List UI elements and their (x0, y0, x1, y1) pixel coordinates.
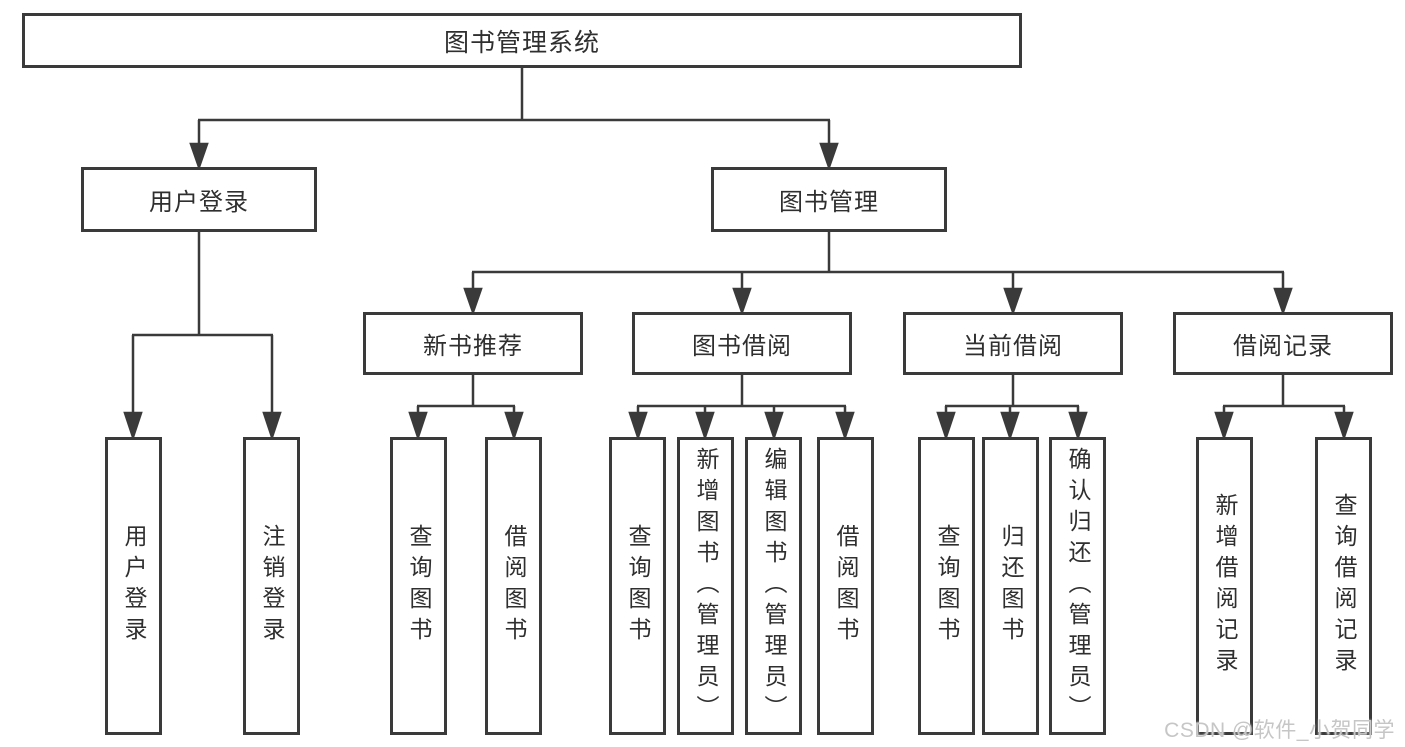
node-label: 图书借阅 (692, 333, 792, 360)
connector-book-borrow-branch (628, 375, 855, 441)
leaf-label: 新增借阅记录 (1212, 493, 1238, 679)
leaf-borrow-books: 借阅图书 (817, 437, 874, 735)
node-new-book-recommend: 新书推荐 (363, 312, 583, 375)
leaf-logout: 注销登录 (243, 437, 300, 735)
leaf-edit-books-admin: 编辑图书（管理员） (745, 437, 802, 735)
leaf-search-books-borrow: 查询图书 (609, 437, 666, 735)
node-borrowing-records: 借阅记录 (1173, 312, 1393, 375)
leaf-user-login: 用户登录 (105, 437, 162, 735)
node-label: 借阅记录 (1233, 333, 1333, 360)
leaf-label: 查询借阅记录 (1331, 493, 1357, 679)
node-label: 新书推荐 (423, 333, 523, 360)
leaf-confirm-return-admin: 确认归还（管理员） (1049, 437, 1106, 735)
node-book-management: 图书管理 (711, 167, 947, 232)
leaf-search-books-recommend: 查询图书 (390, 437, 447, 735)
connector-root-to-level2 (189, 68, 839, 171)
leaf-label: 查询图书 (625, 524, 651, 648)
leaf-label: 确认归还（管理员） (1065, 446, 1091, 726)
node-label: 当前借阅 (963, 333, 1063, 360)
leaf-label: 编辑图书（管理员） (761, 446, 787, 726)
leaf-add-borrow-record: 新增借阅记录 (1196, 437, 1253, 735)
leaf-label: 查询图书 (406, 524, 432, 648)
node-label: 用户登录 (149, 189, 249, 216)
node-label: 图书管理 (779, 189, 879, 216)
connector-book-mgmt-to-level3 (463, 232, 1293, 316)
root-node-library-system: 图书管理系统 (22, 13, 1022, 68)
leaf-add-books-admin: 新增图书（管理员） (677, 437, 734, 735)
connector-current-borrow-branch (936, 375, 1088, 441)
connector-borrow-records-branch (1214, 375, 1354, 441)
leaf-label: 新增图书（管理员） (693, 446, 719, 726)
connector-user-login-branch (123, 232, 282, 441)
leaf-label: 用户登录 (121, 524, 147, 648)
leaf-return-books: 归还图书 (982, 437, 1039, 735)
leaf-label: 归还图书 (998, 524, 1024, 648)
leaf-search-borrow-record: 查询借阅记录 (1315, 437, 1372, 735)
node-user-login: 用户登录 (81, 167, 317, 232)
leaf-label: 注销登录 (259, 524, 285, 648)
node-current-borrowing: 当前借阅 (903, 312, 1123, 375)
csdn-watermark: CSDN @软件_小贺同学 (1164, 719, 1395, 742)
leaf-borrow-books-recommend: 借阅图书 (485, 437, 542, 735)
root-node-label: 图书管理系统 (443, 28, 600, 57)
leaf-label: 查询图书 (934, 524, 960, 648)
connector-new-books-branch (408, 375, 524, 441)
leaf-label: 借阅图书 (833, 524, 859, 648)
leaf-label: 借阅图书 (501, 524, 527, 648)
leaf-search-books-current: 查询图书 (918, 437, 975, 735)
node-book-borrowing: 图书借阅 (632, 312, 852, 375)
